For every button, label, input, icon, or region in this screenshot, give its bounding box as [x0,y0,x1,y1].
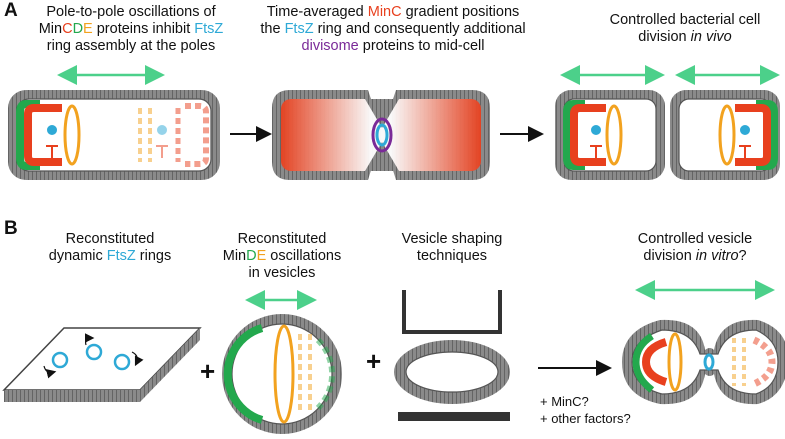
caption-line: division in vivo [590,29,780,46]
caption-line: Controlled bacterial cell [609,12,761,28]
mind-text: D [246,248,257,264]
text-fragment: in vivo [690,29,732,45]
minc-text: C [62,21,73,37]
caption-b3: Vesicle shaping techniques [390,231,514,265]
text-fragment: ? [738,248,747,264]
text-fragment: division [643,248,696,264]
bacterial-cell-oscillating [8,90,220,180]
caption-line: division in vitro? [610,248,780,265]
mind-text: D [72,21,84,37]
mine-text: E [256,248,267,264]
caption-line: dynamic FtsZ rings [20,248,200,265]
mine-text: E [83,21,93,37]
text-fragment: proteins inhibit [92,21,195,37]
text-fragment: Time-averaged [266,4,368,20]
caption-a2: Time-averaged MinC gradient positions th… [258,4,528,55]
ftsz-text: FtsZ [194,21,224,37]
text-fragment: Min [38,21,63,37]
note-minc: + MinC? [540,394,589,409]
minc-text: MinC [367,4,402,20]
caption-line: MinDE oscillations [212,248,352,265]
caption-line: Reconstituted [65,231,155,247]
text-fragment: in vitro [695,248,739,264]
caption-line: in vesicles [248,265,316,281]
plus-sign: + [366,346,382,376]
caption-line: techniques [416,248,488,264]
caption-line: ring assembly at the poles [46,38,216,54]
caption-line: the FtsZ ring and consequently additiona… [258,21,528,38]
caption-line: Reconstituted [237,231,327,247]
caption-line: MinCDE proteins inhibit FtsZ [26,21,236,38]
divisome-text: divisome [301,38,359,54]
caption-a3: Controlled bacterial cell division in vi… [590,12,780,46]
caption-b4: Controlled vesicle division in vitro? [610,231,780,265]
daughter-cell-right [670,90,780,180]
panel-label-b: B [4,218,18,239]
caption-line: divisome proteins to mid-cell [258,38,528,55]
caption-line: Controlled vesicle [637,231,753,247]
text-fragment: proteins to mid-cell [358,38,485,54]
squeezed-vesicle [394,340,510,404]
caption-line: Pole-to-pole oscillations of [46,4,216,20]
text-fragment: the [260,21,285,37]
text-fragment: rings [135,248,172,264]
shaping-chamber [398,290,510,421]
panel-label-a: A [4,0,18,21]
vesicle-minde [222,314,342,434]
ftsz-text: FtsZ [284,21,314,37]
caption-a1: Pole-to-pole oscillations of MinCDE prot… [26,4,236,55]
text-fragment: dynamic [48,248,107,264]
caption-b1: Reconstituted dynamic FtsZ rings [20,231,200,265]
note-other-factors: + other factors? [540,411,631,426]
text-fragment: Min [222,248,247,264]
text-fragment: ring and consequently additional [313,21,526,37]
text-fragment: oscillations [266,248,342,264]
bacterial-cell-gradient [272,90,490,180]
ftsz-text: FtsZ [106,248,136,264]
dividing-vesicle [622,319,785,405]
caption-b2: Reconstituted MinDE oscillations in vesi… [212,231,352,282]
plus-sign: + [200,356,216,386]
text-fragment: division [638,29,691,45]
caption-line: Vesicle shaping [401,231,503,247]
supported-lipid-bilayer [2,327,202,402]
daughter-cell-left [555,90,665,180]
text-fragment: gradient positions [401,4,520,20]
caption-line: Time-averaged MinC gradient positions [258,4,528,21]
